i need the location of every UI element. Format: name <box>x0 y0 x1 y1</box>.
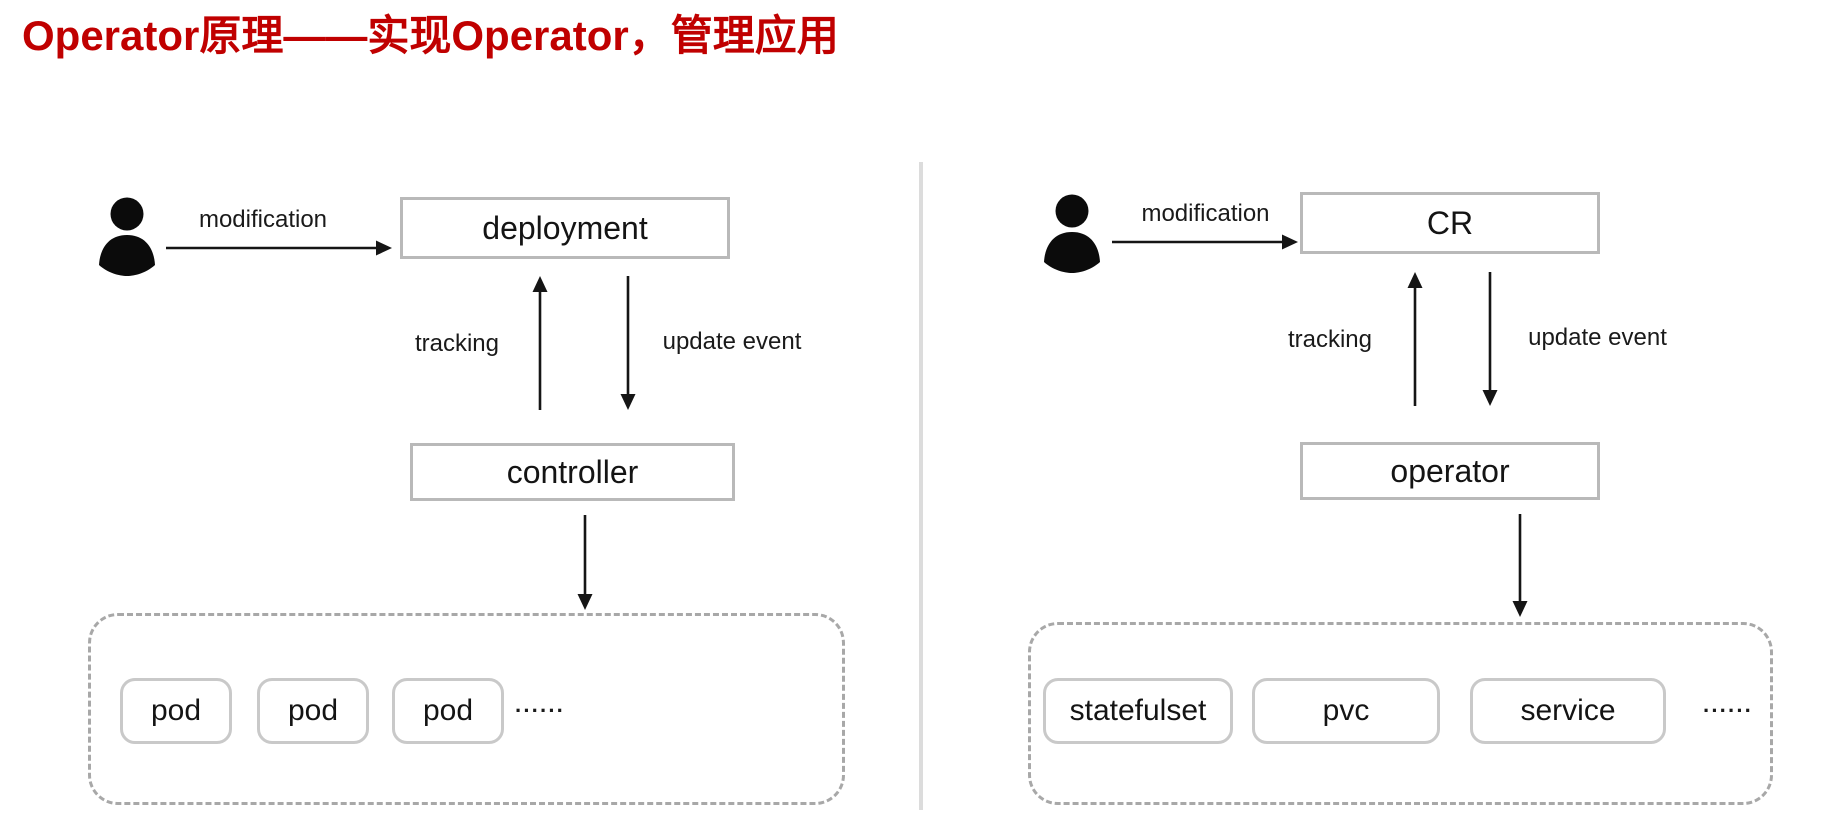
modification-arrow <box>1112 234 1298 250</box>
tracking-arrow <box>1407 272 1423 406</box>
pod-box: pod <box>257 678 369 744</box>
pvc-box: pvc <box>1252 678 1440 744</box>
panel-divider <box>919 162 923 810</box>
update-event-label: update event <box>1528 324 1667 351</box>
deployment-box: deployment <box>400 197 730 259</box>
user-icon <box>99 197 155 276</box>
ellipsis-label: ······ <box>1703 698 1753 723</box>
controller-to-pods-arrow <box>577 515 593 610</box>
tracking-arrow <box>532 276 548 410</box>
operator-box: operator <box>1300 442 1600 500</box>
cr-box: CR <box>1300 192 1600 254</box>
update-event-arrow <box>1482 272 1498 406</box>
controller-box: controller <box>410 443 735 501</box>
operator-to-resources-arrow <box>1512 514 1528 617</box>
tracking-label: tracking <box>1287 326 1373 353</box>
modification-arrow <box>166 240 392 256</box>
statefulset-box: statefulset <box>1043 678 1233 744</box>
pod-box: pod <box>120 678 232 744</box>
service-box: service <box>1470 678 1666 744</box>
update-event-label: update event <box>662 328 802 355</box>
modification-label: modification <box>198 206 328 233</box>
user-icon <box>1044 194 1100 273</box>
resources-container <box>1028 622 1773 805</box>
update-event-arrow <box>620 276 636 410</box>
modification-label: modification <box>1141 200 1270 227</box>
pods-container <box>88 613 845 805</box>
page-title: Operator原理——实现Operator，管理应用 <box>22 12 839 59</box>
pod-box: pod <box>392 678 504 744</box>
ellipsis-label: ······ <box>515 698 565 723</box>
tracking-label: tracking <box>414 330 500 357</box>
